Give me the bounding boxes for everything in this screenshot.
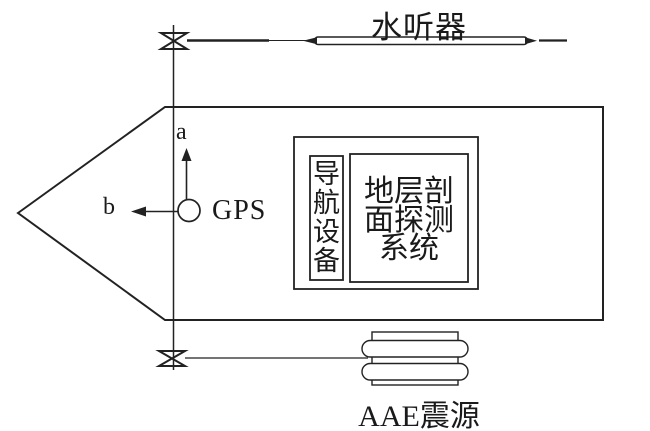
- axis-b-arrowhead: [131, 206, 146, 217]
- equipment-bay-box: [293, 136, 479, 290]
- aae-source-airgun-bottom: [361, 362, 469, 381]
- axis-b-label: b: [103, 194, 115, 220]
- gps-antenna-circle: [177, 198, 201, 223]
- tow-point-bottom-icon: [155, 350, 189, 367]
- profiler-system-box: [349, 153, 469, 283]
- streamer-connector-left: [303, 37, 317, 45]
- nav-equipment-box: [309, 155, 344, 281]
- gps-label: GPS: [212, 195, 267, 226]
- streamer-connector-right: [525, 37, 537, 45]
- nav-equipment-label: 导 航 设 备: [313, 158, 340, 277]
- profiler-system-label: 地层剖 面探测 系统: [364, 174, 454, 266]
- axis-a-label: a: [176, 119, 187, 145]
- boat-hull-outline: [16, 106, 604, 321]
- axis-a-arrowhead: [181, 148, 192, 161]
- aae-source-airgun-top: [361, 339, 469, 358]
- hydrophone-label: 水听器: [371, 10, 467, 45]
- aae-source-label: AAE震源: [358, 400, 480, 431]
- tow-point-top-icon: [157, 32, 191, 50]
